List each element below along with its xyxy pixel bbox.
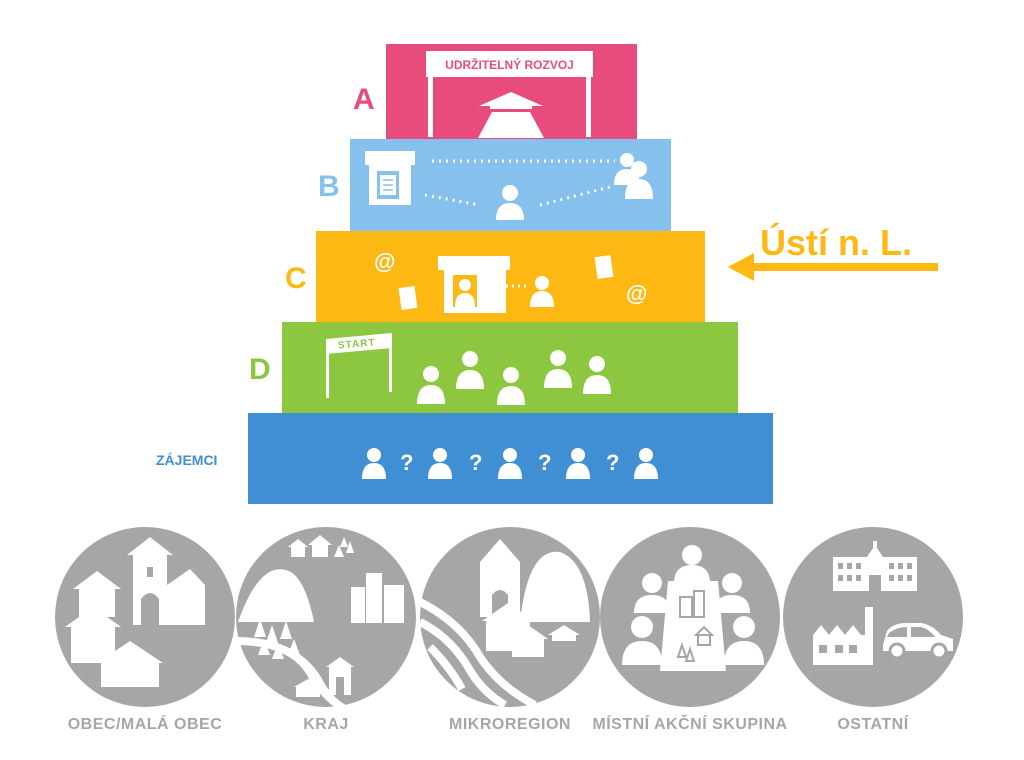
microregion-icon bbox=[420, 527, 600, 707]
tier-b-letter: B bbox=[318, 170, 340, 203]
tier-c: @ @ bbox=[316, 231, 705, 322]
tier-a: UDRŽITELNÝ ROZVOJ bbox=[386, 44, 637, 139]
start-gate-icon bbox=[326, 333, 392, 398]
category-label-mas: MÍSTNÍ AKČNÍ SKUPINA bbox=[592, 716, 788, 733]
tier-a-sign-label: UDRŽITELNÝ ROZVOJ bbox=[445, 58, 574, 72]
tier-c-letter: C bbox=[285, 262, 307, 295]
tier-d-letter: D bbox=[249, 353, 271, 386]
village-icon bbox=[55, 527, 235, 707]
kiosk-person-icon bbox=[438, 256, 510, 313]
zajemci-tier: ? ? ? ? bbox=[248, 413, 773, 504]
tier-c-icons bbox=[398, 254, 614, 313]
people-group-icon bbox=[417, 350, 611, 405]
doc-icon bbox=[594, 254, 614, 280]
institutions-icon bbox=[783, 527, 963, 707]
category-label-ostatni: OSTATNÍ bbox=[837, 716, 909, 733]
category-label-kraj: KRAJ bbox=[303, 716, 349, 733]
tier-a-letter: A bbox=[353, 83, 375, 116]
tier-b bbox=[350, 139, 671, 231]
person-icon bbox=[496, 185, 524, 220]
tier-d-icons bbox=[326, 333, 611, 405]
people-pair-icon bbox=[614, 153, 653, 199]
office-kiosk-icon bbox=[365, 151, 415, 205]
question-mark: ? bbox=[400, 450, 414, 475]
doc-icon bbox=[398, 285, 418, 311]
zajemci-people-icons bbox=[362, 448, 658, 479]
at-icon: @ bbox=[626, 281, 648, 306]
question-mark: ? bbox=[606, 450, 620, 475]
region-landscape-icon bbox=[236, 527, 416, 707]
question-mark: ? bbox=[538, 450, 552, 475]
sustainability-sign-icon bbox=[426, 51, 593, 138]
meeting-group-icon bbox=[600, 527, 780, 707]
person-icon bbox=[530, 276, 554, 307]
zajemci-label: ZÁJEMCI bbox=[156, 452, 218, 468]
category-label-mikroregion: MIKROREGION bbox=[449, 716, 571, 733]
tier-d: START bbox=[282, 322, 738, 413]
at-icon: @ bbox=[374, 249, 396, 274]
category-label-obec: OBEC/MALÁ OBEC bbox=[67, 716, 223, 733]
tier-b-icons bbox=[365, 151, 653, 220]
question-mark: ? bbox=[469, 450, 483, 475]
category-row bbox=[0, 527, 1024, 707]
pointer-label: Ústí n. L. bbox=[760, 222, 912, 263]
arrow-left-icon bbox=[728, 253, 938, 281]
